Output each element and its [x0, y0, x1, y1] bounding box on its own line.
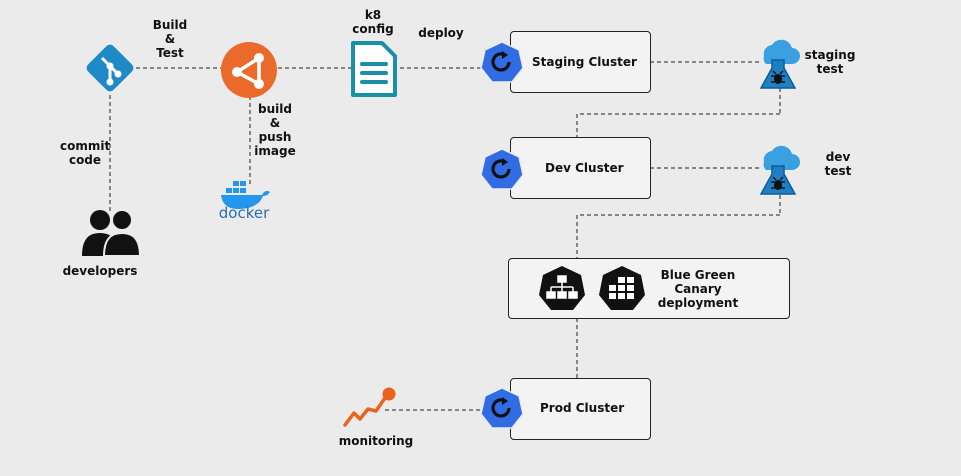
docker-wordmark: docker — [218, 204, 270, 222]
deploy-label: deploy — [418, 26, 464, 40]
k8s-helm-icon — [480, 147, 524, 193]
k8s-config-doc-icon — [348, 40, 400, 98]
developers-icon — [80, 206, 142, 258]
git-icon — [80, 38, 140, 98]
build-test-label: Build & Test — [152, 18, 188, 60]
k8s-helm-icon — [480, 386, 524, 432]
azure-test-flask-icon — [756, 38, 800, 92]
pipeline-icon — [219, 40, 279, 100]
monitoring-label: monitoring — [338, 434, 414, 448]
commit-code-label: commit code — [60, 139, 111, 167]
k8s-helm-icon — [480, 40, 524, 86]
dev-test-label: dev test — [824, 150, 852, 178]
docker-icon — [216, 178, 272, 222]
deployment-strategy-label: Blue Green Canary deployment — [657, 268, 739, 310]
staging-test-label: staging test — [804, 48, 856, 76]
staging-cluster-box — [510, 31, 651, 93]
k8-config-label: k8 config — [352, 8, 394, 36]
prod-cluster-box — [510, 378, 651, 440]
developers-label: developers — [62, 264, 138, 278]
dev-cluster-label: Dev Cluster — [545, 161, 624, 175]
azure-test-flask-icon — [756, 144, 800, 198]
monitoring-icon — [342, 385, 402, 431]
staging-cluster-label: Staging Cluster — [532, 55, 637, 69]
build-push-image-label: build & push image — [254, 102, 296, 158]
k8s-node-icon — [538, 265, 586, 311]
prod-cluster-label: Prod Cluster — [540, 401, 625, 415]
dev-cluster-box — [510, 137, 651, 199]
k8s-pod-icon — [598, 265, 646, 311]
